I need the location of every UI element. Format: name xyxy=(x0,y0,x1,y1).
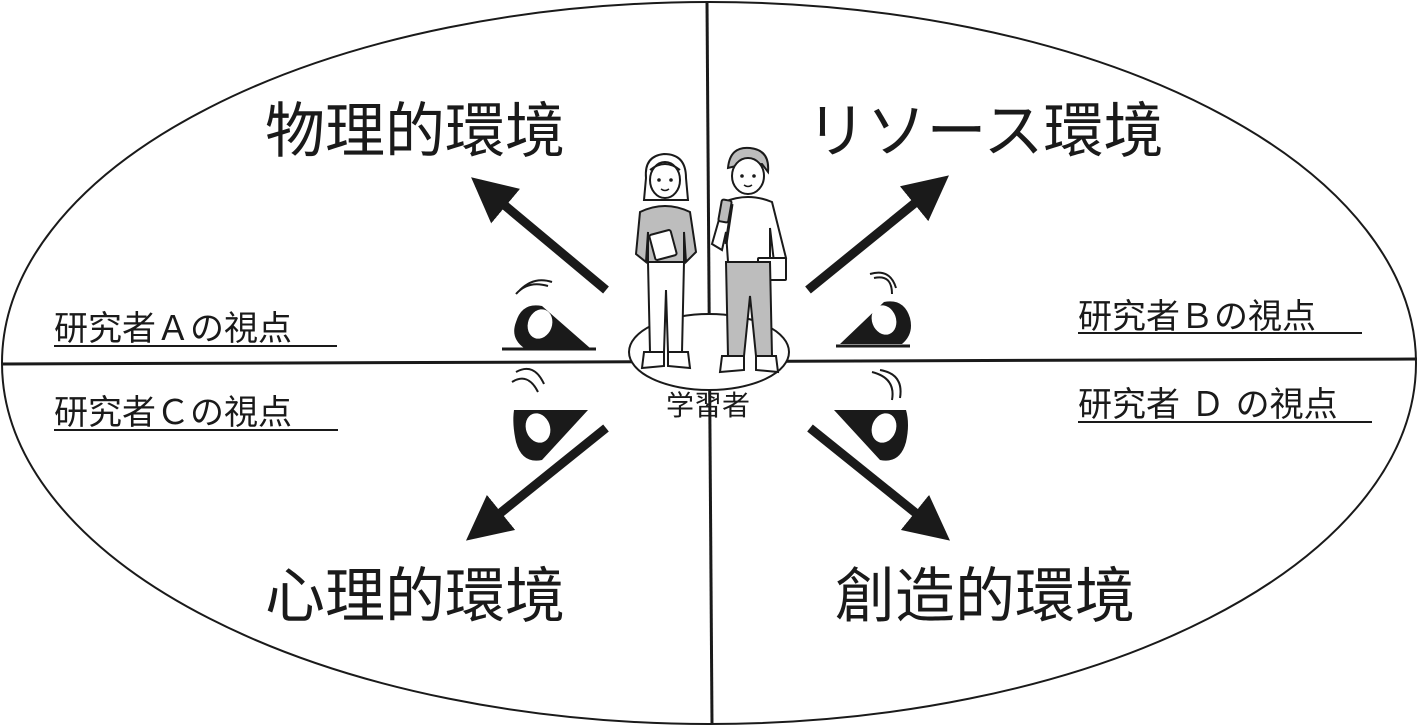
title-psychological-environment: 心理的環境 xyxy=(265,562,565,632)
learner-label: 学習者 xyxy=(666,389,750,422)
learner-boy-figure xyxy=(710,146,788,374)
title-resource-environment: リソース環境 xyxy=(807,97,1164,167)
arrow-to-creative xyxy=(807,424,951,541)
learner-girl-figure xyxy=(634,152,698,370)
viewpoint-researcher-c: 研究者Ｃの視点 xyxy=(54,393,292,433)
eye-icon xyxy=(511,368,588,461)
eye-icon xyxy=(502,279,596,351)
viewpoint-researcher-b: 研究者Ｂの視点 xyxy=(1078,297,1316,337)
eye-icon xyxy=(836,271,911,348)
title-physical-environment: 物理的環境 xyxy=(265,97,565,167)
title-creative-environment: 創造的環境 xyxy=(835,562,1135,632)
eye-icon xyxy=(834,369,908,461)
arrow-to-psychological xyxy=(465,424,609,541)
viewpoint-researcher-a: 研究者Ａの視点 xyxy=(54,309,292,349)
arrow-to-resource xyxy=(805,175,949,294)
arrow-to-physical xyxy=(471,177,609,294)
viewpoint-researcher-d: 研究者 Ｄ の視点 xyxy=(1078,385,1338,425)
